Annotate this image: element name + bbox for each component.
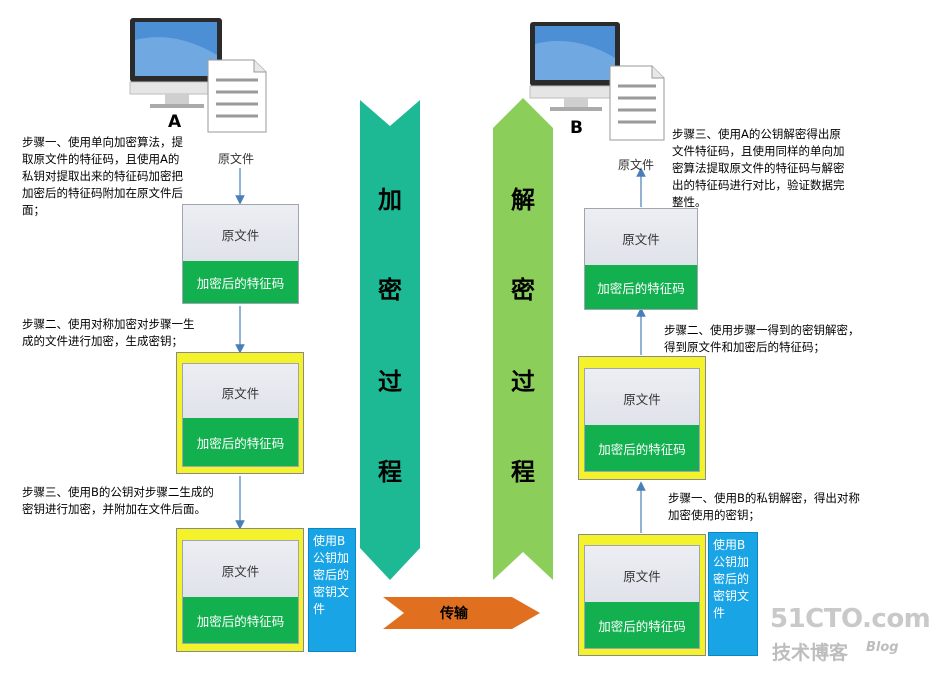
encrypt-title-char-2: 密: [378, 276, 402, 304]
decrypt-process-arrow: [493, 98, 553, 580]
right-box3-feature-code: 加密后的特征码: [585, 265, 697, 309]
left-box2-source-file: 原文件: [183, 364, 298, 420]
right-step3-text: 步骤三、使用A的公钥解密得出原 文件特征码，且使用同样的单向加 密算法提取原文件…: [672, 127, 845, 209]
left-file-box-2: 原文件 加密后的特征码: [182, 363, 299, 467]
right-box3-source-file: 原文件: [585, 209, 697, 267]
right-file-box-2: 原文件 加密后的特征码: [584, 368, 700, 472]
encrypt-title-char-1: 加: [378, 186, 402, 214]
right-file-box-1: 原文件 加密后的特征码: [584, 545, 700, 649]
right-box1-source-file: 原文件: [585, 546, 699, 604]
document-b-icon: [609, 65, 665, 141]
left-file-box-3: 原文件 加密后的特征码: [182, 540, 299, 644]
right-step1-text: 步骤一、使用B的私钥解密，得出对称 加密使用的密钥；: [668, 491, 860, 522]
left-file-box-1: 原文件 加密后的特征码: [182, 204, 299, 304]
watermark-blog: Blog: [866, 640, 899, 655]
decrypt-title-char-3: 过: [511, 368, 535, 396]
left-step2-text: 步骤二、使用对称加密对步骤一生 成的文件进行加密，生成密钥；: [22, 317, 195, 348]
left-box1-feature-code: 加密后的特征码: [183, 261, 298, 303]
encrypt-title-char-4: 程: [378, 458, 402, 486]
left-box3-feature-code: 加密后的特征码: [183, 597, 298, 643]
right-encrypted-key-file: 使用B 公钥加 密后的 密钥文 件: [708, 532, 758, 656]
right-box2-feature-code: 加密后的特征码: [585, 425, 699, 471]
decrypt-title-char-4: 程: [511, 458, 535, 486]
watermark-logo: 51CTO.com: [770, 604, 930, 634]
left-source-file-label: 原文件: [218, 152, 255, 166]
left-box1-source-file: 原文件: [183, 205, 298, 263]
encrypt-process-arrow: [360, 100, 420, 580]
right-box1-feature-code: 加密后的特征码: [585, 602, 699, 648]
right-box2-source-file: 原文件: [585, 369, 699, 427]
left-encrypted-key-file: 使用B 公钥加 密后的 密钥文 件: [308, 528, 356, 652]
left-step3-text: 步骤三、使用B的公钥对步骤二生成的 密钥进行加密，并附加在文件后面。: [22, 485, 214, 516]
right-file-box-3: 原文件 加密后的特征码: [584, 208, 698, 310]
right-source-file-label: 原文件: [618, 158, 655, 172]
transfer-arrow: [383, 597, 540, 629]
transfer-label: 传输: [440, 606, 468, 622]
left-step1-text: 步骤一、使用单向加密算法，提 取原文件的特征码，且使用A的 私钥对提取出来的特征…: [22, 135, 183, 217]
right-step2-text: 步骤二、使用步骤一得到的密钥解密， 得到原文件和加密后的特征码；: [664, 323, 860, 354]
decrypt-title-char-1: 解: [511, 186, 535, 214]
encrypt-title-char-3: 过: [378, 368, 402, 396]
document-a-icon: [207, 59, 267, 133]
left-box3-source-file: 原文件: [183, 541, 298, 599]
left-box2-feature-code: 加密后的特征码: [183, 418, 298, 466]
computer-a-icon: [129, 18, 223, 108]
computer-b-label: B: [570, 118, 583, 138]
computer-a-label: A: [168, 112, 182, 132]
computer-b-icon: [529, 22, 621, 111]
decrypt-title-char-2: 密: [511, 276, 535, 304]
watermark-subtitle: 技术博客: [772, 642, 849, 664]
